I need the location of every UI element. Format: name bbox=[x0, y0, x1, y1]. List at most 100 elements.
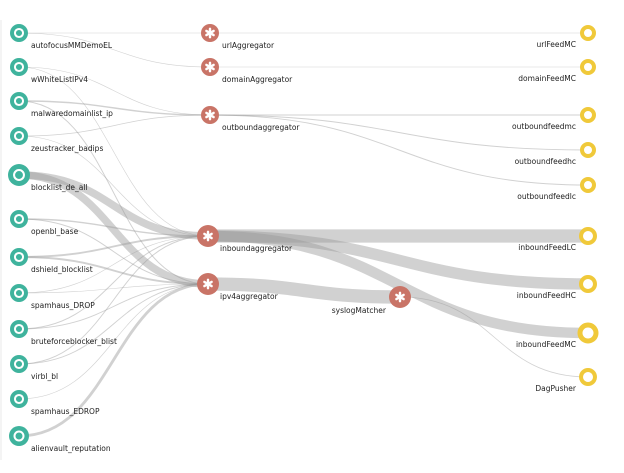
processor-label: urlAggregator bbox=[222, 41, 275, 50]
processor-label: inboundaggregator bbox=[220, 244, 293, 253]
node-bruteforceblocker_blist[interactable]: bruteforceblocker_blist bbox=[10, 320, 117, 346]
asterisk-stroke bbox=[395, 293, 405, 301]
miner-node-icon[interactable] bbox=[10, 210, 28, 228]
node-syslogMatcher[interactable]: syslogMatcher bbox=[332, 286, 411, 315]
miner-label: bruteforceblocker_blist bbox=[31, 337, 117, 346]
output-node-icon[interactable] bbox=[579, 275, 597, 293]
miner-label: zeustracker_badips bbox=[31, 144, 103, 153]
node-zeustracker_badips[interactable]: zeustracker_badips bbox=[10, 127, 103, 153]
miner-label: virbl_bl bbox=[31, 372, 58, 381]
node-openbl_base[interactable]: openbl_base bbox=[10, 210, 79, 236]
node-domainAggregator[interactable]: domainAggregator bbox=[201, 58, 293, 84]
node-outboundfeedlc[interactable]: outboundfeedlc bbox=[517, 177, 596, 201]
link-zeustracker_badips-to-outboundaggregator[interactable] bbox=[18, 114, 211, 137]
node-outboundaggregator[interactable]: outboundaggregator bbox=[201, 106, 300, 132]
link-spamhaus_DROP-to-ipv4aggregator[interactable] bbox=[18, 283, 209, 294]
miner-node-icon[interactable] bbox=[10, 24, 28, 42]
link-outboundaggregator-to-outboundfeedhc[interactable] bbox=[209, 114, 589, 151]
node-domainFeedMC[interactable]: domainFeedMC bbox=[518, 59, 596, 83]
link-bruteforceblocker_blist-to-inboundaggregator[interactable] bbox=[18, 235, 209, 330]
processor-label: ipv4aggregator bbox=[220, 292, 279, 301]
link-virbl_bl-to-inboundaggregator[interactable] bbox=[18, 235, 209, 365]
link-bruteforceblocker_blist-to-ipv4aggregator[interactable] bbox=[18, 283, 209, 330]
link-dshield_blocklist-to-ipv4aggregator[interactable] bbox=[18, 256, 209, 285]
link-virbl_bl-to-ipv4aggregator[interactable] bbox=[18, 283, 209, 365]
link-openbl_base-to-inboundaggregator[interactable] bbox=[18, 218, 209, 237]
output-node-icon[interactable] bbox=[580, 177, 596, 193]
miner-node-icon[interactable] bbox=[10, 127, 28, 145]
miner-label: blocklist_de_all bbox=[31, 183, 88, 192]
node-outboundfeedhc[interactable]: outboundfeedhc bbox=[515, 142, 596, 166]
node-alienvault_reputation[interactable]: alienvault_reputation bbox=[9, 426, 111, 453]
link-ipv4aggregator-to-syslogMatcher[interactable] bbox=[207, 277, 401, 304]
link-blocklist_de_all-to-ipv4aggregator[interactable] bbox=[18, 171, 209, 288]
link-wWhiteListIPv4-to-outboundaggregator[interactable] bbox=[18, 66, 211, 116]
link-alienvault_reputation-to-ipv4aggregator[interactable] bbox=[18, 282, 209, 438]
miner-label: autofocusMMDemoEL bbox=[31, 41, 113, 50]
node-wWhiteListIPv4[interactable]: wWhiteListIPv4 bbox=[10, 58, 88, 84]
output-node-icon[interactable] bbox=[580, 107, 596, 123]
output-node-icon[interactable] bbox=[580, 142, 596, 158]
link-inboundaggregator-to-inboundFeedHC[interactable] bbox=[207, 230, 589, 290]
output-node-icon[interactable] bbox=[580, 59, 596, 75]
ring-icon bbox=[13, 430, 25, 442]
link-spamhaus_EDROP-to-ipv4aggregator[interactable] bbox=[18, 283, 209, 400]
node-urlAggregator[interactable]: urlAggregator bbox=[201, 24, 275, 50]
miner-node-icon[interactable] bbox=[10, 58, 28, 76]
node-autofocusMMDemoEL[interactable]: autofocusMMDemoEL bbox=[10, 24, 113, 50]
miner-node-icon[interactable] bbox=[8, 164, 30, 186]
output-node-icon[interactable] bbox=[579, 227, 597, 245]
node-virbl_bl[interactable]: virbl_bl bbox=[10, 355, 58, 381]
processor-label: syslogMatcher bbox=[332, 306, 387, 315]
node-inboundFeedHC[interactable]: inboundFeedHC bbox=[517, 275, 597, 300]
processor-label: domainAggregator bbox=[222, 75, 293, 84]
link-spamhaus_DROP-to-inboundaggregator[interactable] bbox=[18, 235, 209, 294]
miner-node-icon[interactable] bbox=[10, 284, 28, 302]
link-autofocusMMDemoEL-to-domainAggregator[interactable] bbox=[18, 32, 211, 68]
output-label: DagPusher bbox=[535, 384, 577, 393]
miner-node-icon[interactable] bbox=[10, 92, 28, 110]
miner-node-icon[interactable] bbox=[10, 355, 28, 373]
link-dshield_blocklist-to-inboundaggregator[interactable] bbox=[18, 235, 209, 258]
link-zeustracker_badips-to-inboundaggregator[interactable] bbox=[18, 135, 209, 237]
link-syslogMatcher-to-DagPusher[interactable] bbox=[399, 296, 589, 378]
node-inboundFeedLC[interactable]: inboundFeedLC bbox=[518, 227, 597, 252]
miner-node-icon[interactable] bbox=[9, 426, 29, 446]
asterisk-stroke bbox=[203, 232, 213, 240]
ring-icon bbox=[13, 61, 25, 73]
node-inboundaggregator[interactable]: inboundaggregator bbox=[197, 225, 293, 253]
output-node-icon[interactable] bbox=[579, 368, 597, 386]
miner-label: openbl_base bbox=[31, 227, 79, 236]
link-blocklist_de_all-to-inboundaggregator[interactable] bbox=[18, 171, 209, 240]
asterisk-stroke bbox=[205, 29, 215, 37]
output-node-icon[interactable] bbox=[580, 25, 596, 41]
link-malwaredomainlist_ip-to-ipv4aggregator[interactable] bbox=[18, 100, 209, 285]
left-edge-rule bbox=[0, 20, 2, 460]
ring-icon bbox=[13, 169, 25, 181]
link-wWhiteListIPv4-to-inboundaggregator[interactable] bbox=[18, 66, 209, 237]
asterisk-stroke bbox=[203, 280, 213, 288]
link-inboundaggregator-to-inboundFeedMC[interactable] bbox=[207, 230, 589, 339]
node-outboundfeedmc[interactable]: outboundfeedmc bbox=[512, 107, 596, 131]
output-node-icon[interactable] bbox=[577, 322, 599, 344]
node-spamhaus_DROP[interactable]: spamhaus_DROP bbox=[10, 284, 95, 310]
node-dshield_blocklist[interactable]: dshield_blocklist bbox=[10, 248, 93, 274]
ring-icon bbox=[13, 393, 25, 405]
node-spamhaus_EDROP[interactable]: spamhaus_EDROP bbox=[10, 390, 100, 416]
link-malwaredomainlist_ip-to-outboundaggregator[interactable] bbox=[18, 100, 211, 116]
link-outboundaggregator-to-outboundfeedlc[interactable] bbox=[209, 114, 589, 186]
miner-node-icon[interactable] bbox=[10, 390, 28, 408]
node-DagPusher[interactable]: DagPusher bbox=[535, 368, 597, 393]
miner-node-icon[interactable] bbox=[10, 320, 28, 338]
node-blocklist_de_all[interactable]: blocklist_de_all bbox=[8, 164, 88, 192]
node-malwaredomainlist_ip[interactable]: malwaredomainlist_ip bbox=[10, 92, 113, 118]
node-ipv4aggregator[interactable]: ipv4aggregator bbox=[197, 273, 279, 301]
miner-label: malwaredomainlist_ip bbox=[31, 109, 113, 118]
link-openbl_base-to-ipv4aggregator[interactable] bbox=[18, 218, 209, 285]
output-label: inboundFeedMC bbox=[516, 340, 576, 349]
node-urlFeedMC[interactable]: urlFeedMC bbox=[536, 25, 596, 49]
ring-icon bbox=[13, 251, 25, 263]
node-inboundFeedMC[interactable]: inboundFeedMC bbox=[516, 322, 599, 349]
miner-node-icon[interactable] bbox=[10, 248, 28, 266]
